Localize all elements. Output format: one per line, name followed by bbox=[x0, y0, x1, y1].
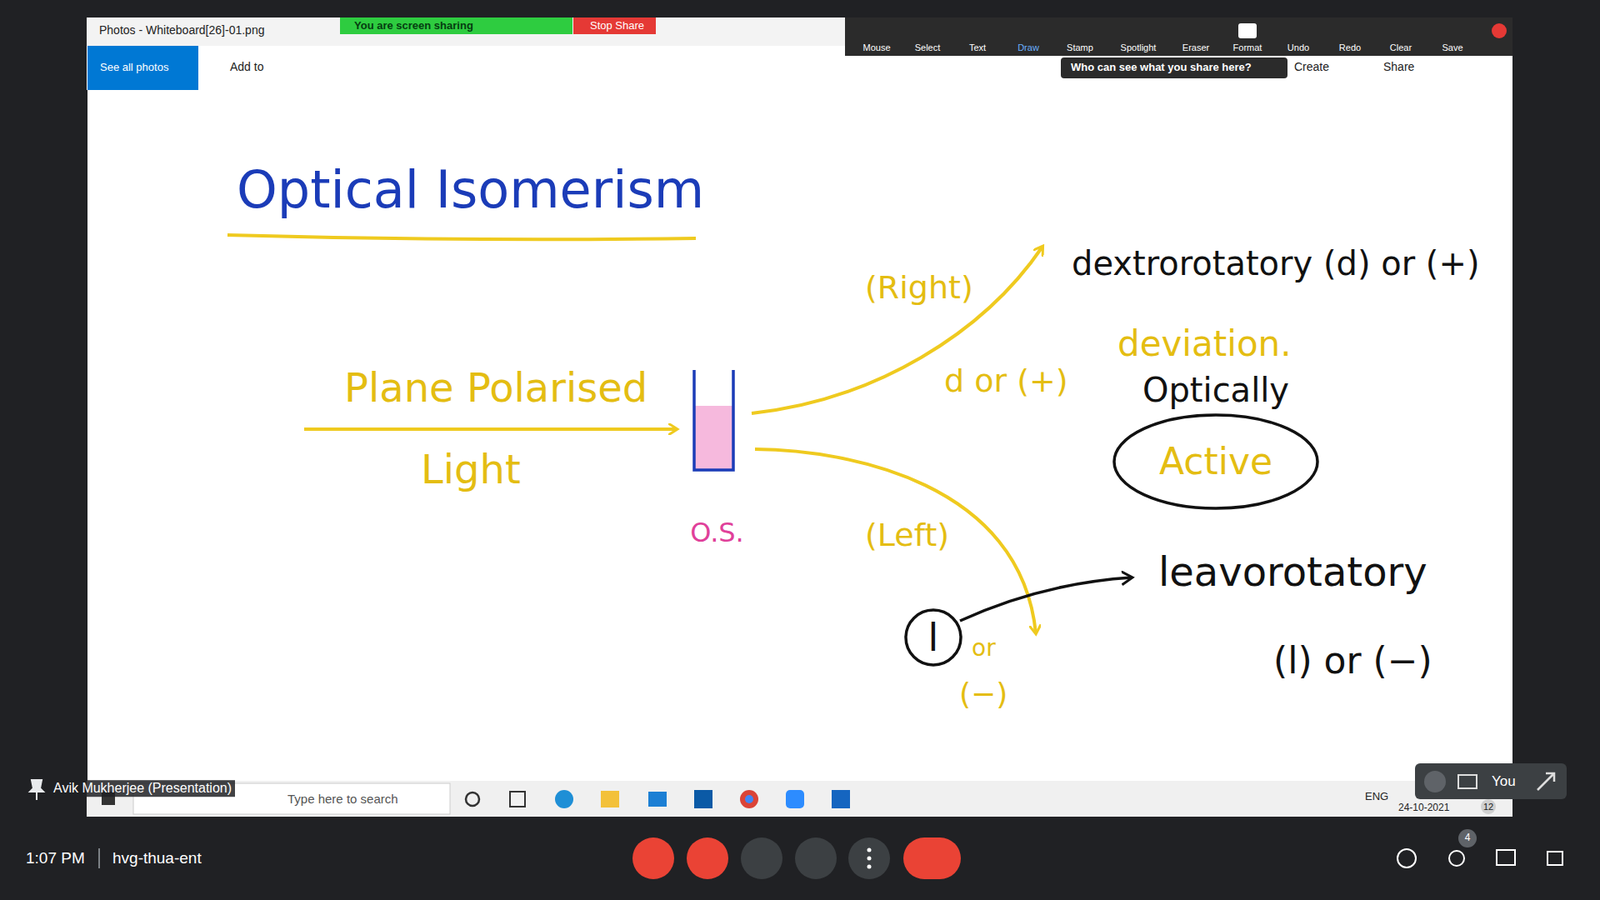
chrome-icon bbox=[740, 790, 759, 809]
taskview-icon bbox=[510, 791, 525, 807]
people-icon bbox=[1449, 850, 1465, 866]
title-underline bbox=[227, 235, 696, 240]
stop-share-button bbox=[573, 17, 656, 35]
node-text: l bbox=[928, 616, 940, 660]
save-tool-label: Save bbox=[1441, 42, 1463, 53]
hand-label: (Left) bbox=[865, 518, 950, 554]
spotlight-tool-label: Spotlight bbox=[1120, 42, 1157, 53]
redo-tool-label: Redo bbox=[1339, 42, 1361, 53]
photos-icon bbox=[831, 790, 850, 809]
sharing-banner-text: You are screen sharing bbox=[354, 20, 474, 32]
close-icon bbox=[1491, 23, 1507, 39]
edge-icon bbox=[555, 790, 574, 809]
circle-shape bbox=[905, 610, 961, 665]
dot bbox=[867, 865, 872, 870]
search-placeholder: Type here to search bbox=[287, 792, 399, 807]
activities-icon bbox=[1547, 851, 1563, 865]
hand-label: (l) or (−) bbox=[1273, 640, 1433, 681]
hand-label: d or (+) bbox=[944, 364, 1069, 400]
sharing-banner bbox=[340, 17, 573, 35]
select-tool-label: Select bbox=[915, 42, 941, 53]
window-title: Photos - Whiteboard[26]-01.png bbox=[99, 24, 265, 37]
camera-button bbox=[686, 837, 729, 880]
hand-label: Plane Polarised bbox=[344, 365, 648, 410]
hand-label: (−) bbox=[959, 677, 1008, 711]
ellipse-shape bbox=[1114, 415, 1318, 509]
camera-off-icon bbox=[1458, 775, 1477, 789]
leader-arrow bbox=[960, 577, 1132, 621]
chat-icon bbox=[1496, 850, 1515, 865]
chrome-icon-center bbox=[745, 795, 754, 804]
text-tool-label: Text bbox=[969, 42, 986, 53]
explorer-icon bbox=[600, 790, 620, 808]
eraser-tool-label: Eraser bbox=[1182, 42, 1210, 53]
share-text: Share bbox=[1383, 60, 1415, 74]
beaker-outline bbox=[694, 370, 734, 470]
info-icon bbox=[1397, 849, 1416, 868]
people-count: 4 bbox=[1465, 832, 1471, 844]
node-text: Active bbox=[1159, 441, 1273, 482]
mail-icon bbox=[648, 791, 667, 807]
circle-node: l bbox=[904, 608, 963, 667]
whiteboard bbox=[87, 90, 1513, 781]
presenter-name: Avik Mukherjee (Presentation) bbox=[50, 780, 235, 797]
divider bbox=[98, 848, 100, 869]
date-text: 24-10-2021 bbox=[1398, 802, 1450, 814]
annotation-toolbar bbox=[845, 17, 1513, 56]
create-text: Create bbox=[1294, 60, 1330, 74]
meeting-code: hvg-thua-ent bbox=[112, 850, 202, 868]
node-text: Optically bbox=[1142, 371, 1290, 409]
pin-icon bbox=[30, 780, 44, 800]
undo-tool-label: Undo bbox=[1287, 42, 1310, 53]
taskbar bbox=[86, 780, 1513, 817]
share-info-pill bbox=[1060, 57, 1288, 79]
format-tool-label: Format bbox=[1233, 42, 1263, 53]
hangup-button bbox=[903, 837, 961, 880]
hand-label: or bbox=[971, 635, 996, 662]
see-all-photos-button bbox=[87, 45, 199, 90]
captions-button bbox=[740, 837, 783, 880]
self-view-panel bbox=[1415, 763, 1567, 800]
hand-label: dextrorotatory (d) or (+) bbox=[1071, 245, 1480, 282]
mouse-tool-label: Mouse bbox=[862, 42, 890, 53]
expand-icon bbox=[1537, 773, 1555, 790]
node-text: O.S. bbox=[690, 518, 745, 548]
notification-count: 12 bbox=[1483, 801, 1494, 812]
draw-tool-label: Draw bbox=[1017, 42, 1040, 53]
dot bbox=[867, 848, 872, 853]
present-button bbox=[795, 837, 837, 880]
beaker-node: O.S. bbox=[692, 370, 735, 472]
stamp-tool-label: Stamp bbox=[1066, 42, 1094, 53]
self-view-label: You bbox=[1491, 774, 1516, 790]
app-icon bbox=[694, 790, 713, 809]
diagram-title: Optical Isomerism bbox=[236, 161, 705, 219]
see-all-photos-text: See all photos bbox=[100, 61, 169, 74]
hand-label: Light bbox=[420, 447, 521, 492]
mic-button bbox=[632, 837, 675, 880]
solution-fill bbox=[694, 405, 734, 470]
zoom-icon bbox=[785, 790, 805, 809]
ellipse-node: OpticallyActive bbox=[1112, 413, 1320, 510]
stop-share-text: Stop Share bbox=[590, 20, 645, 32]
beaker-drawing bbox=[692, 370, 735, 472]
clear-tool-label: Clear bbox=[1390, 42, 1412, 53]
notification-badge bbox=[1480, 799, 1496, 815]
clock-text: 1:07 PM bbox=[25, 850, 85, 868]
add-to-text: Add to bbox=[230, 60, 264, 74]
light-ray-arrow bbox=[304, 427, 677, 431]
more-button bbox=[848, 837, 890, 880]
cortana-icon bbox=[465, 792, 480, 806]
hand-label: deviation. bbox=[1117, 325, 1292, 364]
hand-label: leavorotatory bbox=[1158, 550, 1428, 595]
format-icon bbox=[1238, 23, 1257, 39]
mic-off-icon bbox=[1424, 770, 1446, 793]
people-count-badge bbox=[1458, 829, 1477, 848]
language-indicator: ENG bbox=[1365, 790, 1389, 803]
hand-label: (Right) bbox=[865, 270, 974, 306]
share-info-text: Who can see what you share here? bbox=[1070, 61, 1252, 74]
dot bbox=[867, 856, 872, 861]
